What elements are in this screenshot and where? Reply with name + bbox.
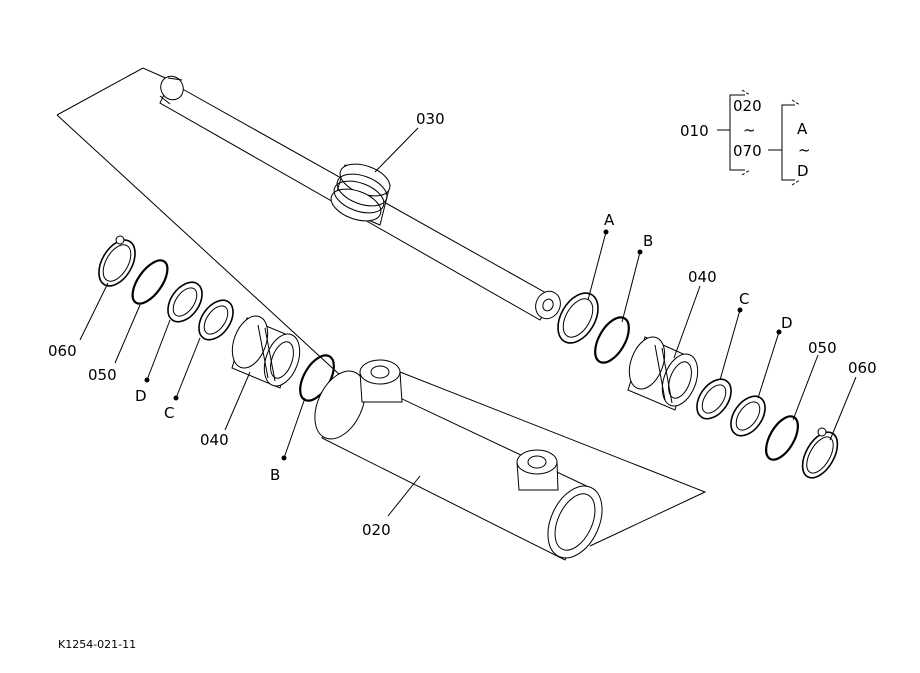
label-right-a: A bbox=[604, 211, 615, 229]
right-o-ring[interactable] bbox=[588, 312, 636, 368]
label-right-b: B bbox=[643, 232, 653, 250]
label-left-060: 060 bbox=[48, 342, 77, 360]
left-o-ring-050[interactable] bbox=[126, 255, 174, 310]
left-snap-ring[interactable] bbox=[92, 234, 143, 292]
label-left-040: 040 bbox=[200, 431, 229, 449]
legend-tilde-1: ~ bbox=[743, 121, 756, 139]
legend-a: A bbox=[797, 120, 808, 138]
assembly-outline bbox=[56, 67, 707, 547]
legend-020: 020 bbox=[733, 97, 762, 115]
right-backup-ring-d[interactable] bbox=[724, 390, 772, 442]
legend-tilde-2: ~ bbox=[798, 141, 811, 159]
label-right-050: 050 bbox=[808, 339, 837, 357]
label-right-060: 060 bbox=[848, 359, 877, 377]
label-left-b: B bbox=[270, 466, 280, 484]
leader-lines bbox=[79, 127, 857, 517]
right-wear-ring[interactable] bbox=[550, 286, 606, 350]
left-backup-ring-c[interactable] bbox=[192, 294, 240, 346]
label-left-d: D bbox=[135, 387, 147, 405]
label-010: 010 bbox=[680, 122, 709, 140]
legend-d: D bbox=[797, 162, 809, 180]
cylinder-tube[interactable] bbox=[305, 359, 613, 567]
piston-rod[interactable] bbox=[156, 72, 564, 323]
label-right-040: 040 bbox=[688, 268, 717, 286]
label-020: 020 bbox=[362, 521, 391, 539]
left-backup-ring-d[interactable] bbox=[161, 276, 209, 328]
right-snap-ring[interactable] bbox=[795, 426, 844, 483]
label-right-c: C bbox=[739, 290, 749, 308]
legend-070: 070 bbox=[733, 142, 762, 160]
figure-code: K1254-021-11 bbox=[58, 638, 136, 651]
right-backup-ring-c[interactable] bbox=[690, 373, 738, 425]
right-o-ring-050[interactable] bbox=[760, 411, 805, 465]
right-piston-seal[interactable] bbox=[623, 332, 705, 411]
legend bbox=[717, 89, 801, 186]
label-left-050: 050 bbox=[88, 366, 117, 384]
label-030: 030 bbox=[416, 110, 445, 128]
label-right-d: D bbox=[781, 314, 793, 332]
label-left-c: C bbox=[164, 404, 174, 422]
left-piston-seal[interactable] bbox=[226, 311, 307, 391]
